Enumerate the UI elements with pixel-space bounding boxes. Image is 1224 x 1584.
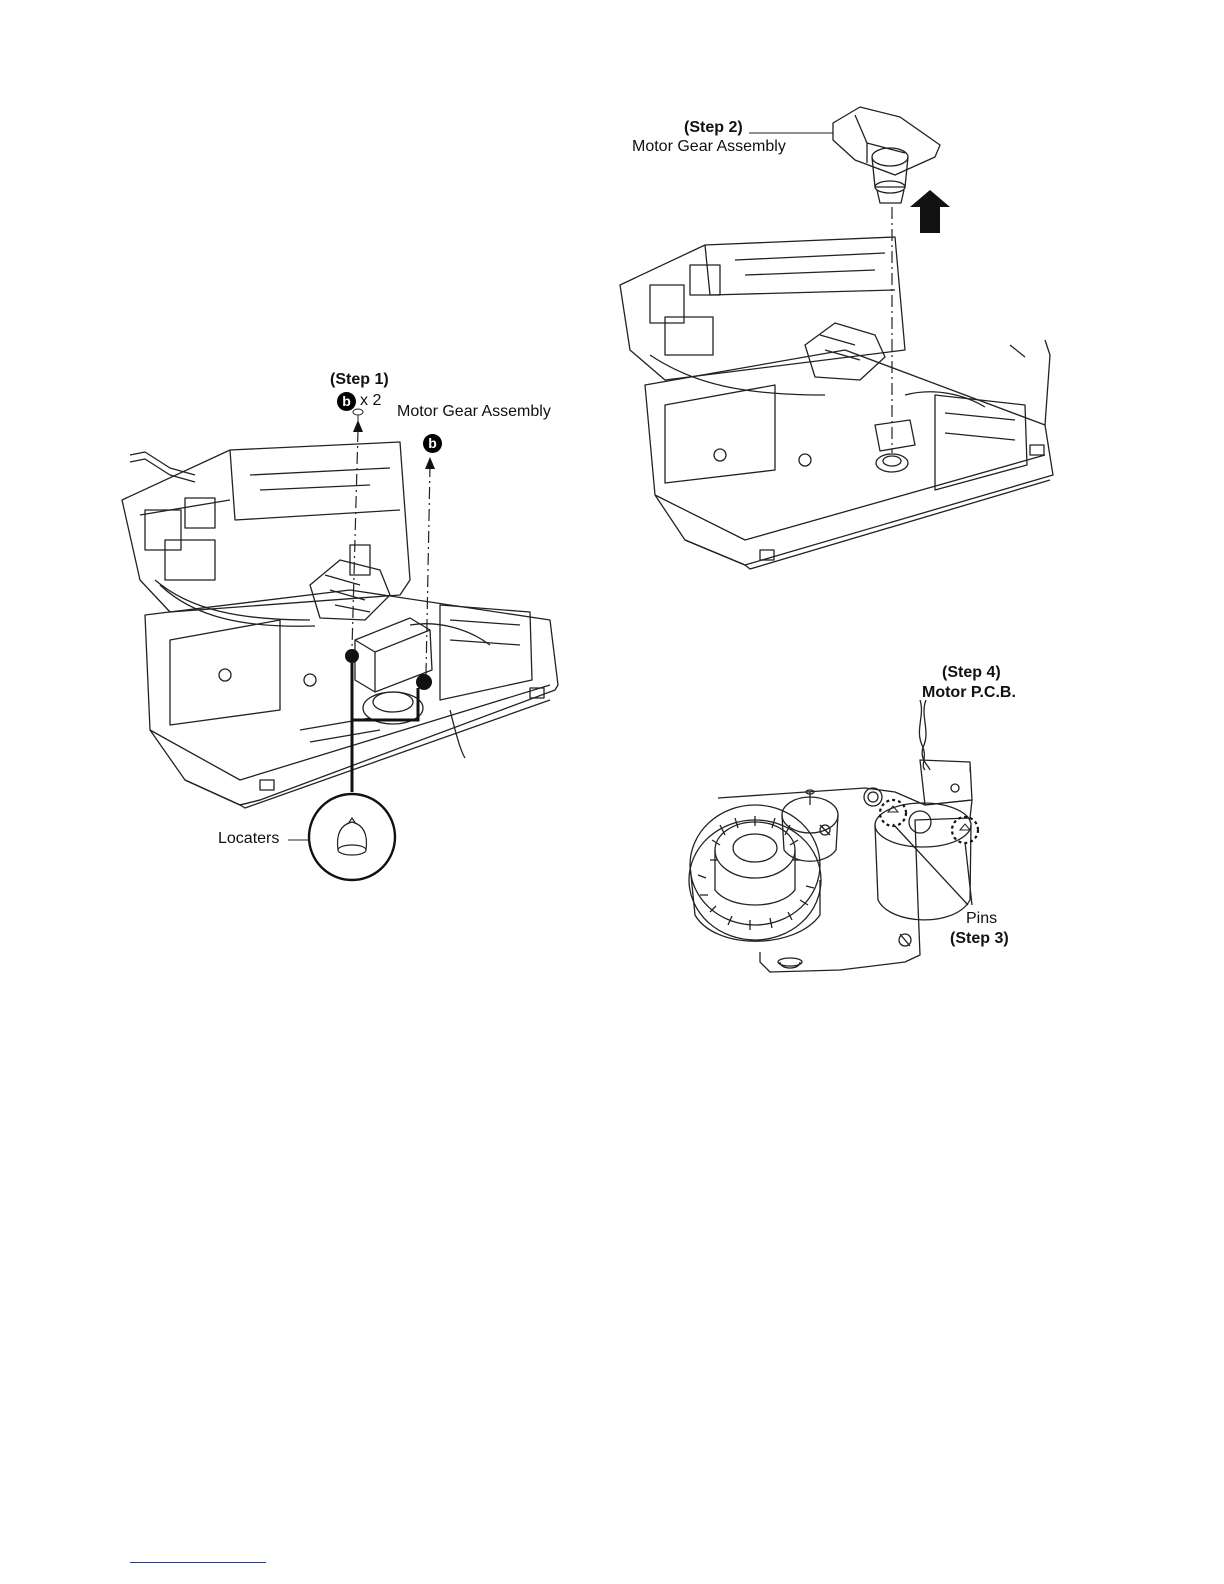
footer-link-underline — [130, 1562, 266, 1563]
step3-label: (Step 3) — [950, 930, 1009, 948]
motor-gear-assembly-label-step1: Motor Gear Assembly — [397, 403, 551, 421]
step4-label: (Step 4) — [942, 664, 1001, 682]
motor-pcb-label: Motor P.C.B. — [922, 684, 1016, 702]
pins-label: Pins — [966, 910, 997, 928]
screw-b-icon-2: b — [423, 434, 442, 453]
step2-mechanism-illustration — [605, 95, 1060, 575]
screw-b-icon: b — [337, 392, 356, 411]
step2-label: (Step 2) — [684, 119, 743, 137]
locaters-label: Locaters — [218, 830, 279, 848]
step1-mechanism-illustration — [110, 380, 580, 890]
motor-gear-assembly-label-step2: Motor Gear Assembly — [632, 138, 786, 156]
screw-count: x 2 — [360, 392, 381, 410]
step1-label: (Step 1) — [330, 371, 389, 389]
